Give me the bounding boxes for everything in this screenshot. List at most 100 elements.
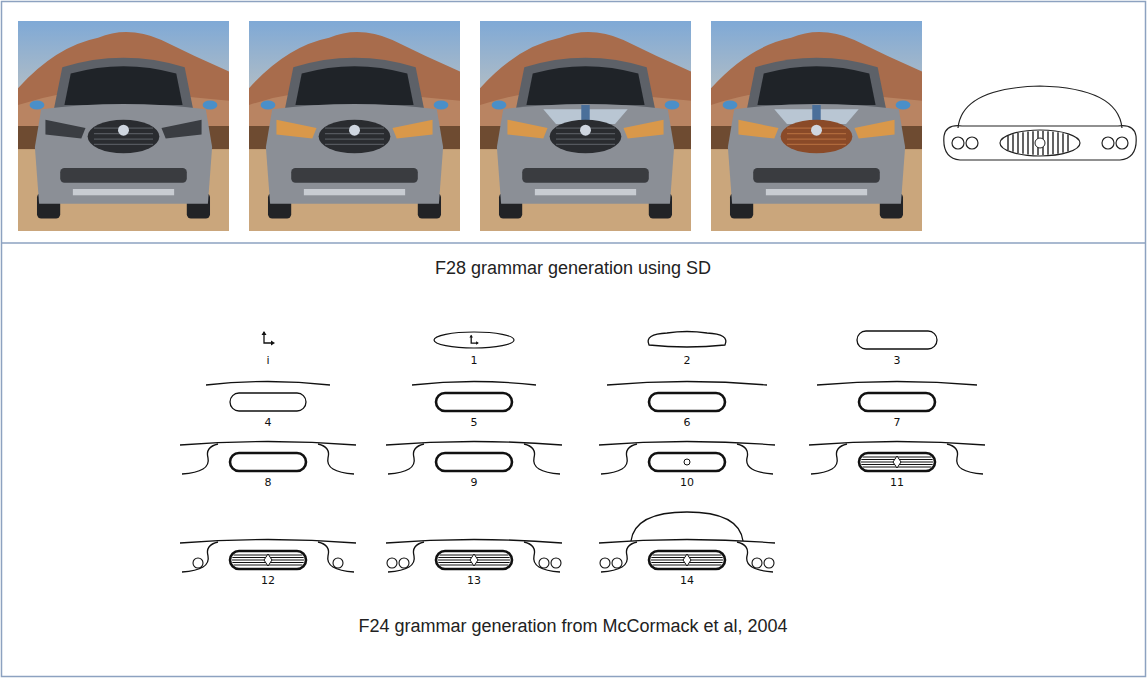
grille-outline: [859, 453, 935, 471]
headlight: [738, 120, 778, 139]
fender-line: [811, 444, 847, 474]
headlight: [333, 558, 343, 568]
mountain: [711, 32, 922, 143]
grille-bar: [1017, 133, 1018, 153]
skid-plate: [73, 189, 174, 195]
hood-line: [817, 382, 977, 386]
grille-outline: [859, 393, 935, 411]
grille-outline: [230, 453, 306, 471]
grammar-step-sketch: [206, 382, 330, 412]
headlight: [507, 120, 547, 139]
grille-outline: [230, 551, 306, 569]
grammar-step-sketch: [599, 442, 775, 475]
grille-bar: [787, 138, 846, 139]
step-number: 10: [680, 476, 694, 489]
grammar-step-sketch: [817, 382, 977, 412]
fender-line: [947, 444, 983, 474]
headlight: [966, 137, 978, 149]
car-photo: [18, 21, 229, 231]
car-body: [497, 104, 674, 204]
car-roof: [54, 58, 193, 109]
grammar-step-sketch: [434, 332, 514, 348]
step-number: 13: [467, 574, 481, 587]
figure-caption: F28 grammar generation using SD: [435, 257, 711, 279]
mirror: [30, 100, 45, 109]
sky: [18, 21, 229, 147]
car-body: [266, 104, 443, 204]
grille: [550, 120, 622, 154]
mirror: [665, 100, 680, 109]
badge: [683, 554, 691, 566]
grammar-step-sketch: [857, 331, 937, 349]
headlight: [399, 558, 409, 568]
mirror: [261, 100, 276, 109]
mountain: [249, 32, 460, 143]
step-number: 5: [471, 416, 478, 429]
grille-outline: [434, 332, 514, 348]
car-line-sketch: [944, 86, 1136, 160]
badge: [893, 456, 901, 468]
grille-outline: [649, 453, 725, 471]
mirror: [434, 100, 449, 109]
headlight: [1102, 137, 1114, 149]
headlight: [1116, 137, 1128, 149]
step-number: 14: [680, 574, 694, 587]
grille-bar: [1052, 132, 1053, 155]
figure-caption: F24 grammar generation from McCormack et…: [358, 615, 787, 637]
grille-outline: [649, 393, 725, 411]
hood-line: [599, 540, 775, 544]
hood-line: [206, 382, 330, 386]
step-number: 4: [265, 416, 272, 429]
windshield: [526, 66, 644, 105]
grille-outline: [648, 332, 726, 348]
logo: [811, 125, 822, 136]
car-roof: [285, 58, 424, 109]
grammar-step-sketch: [386, 442, 562, 475]
windshield-line: [631, 512, 743, 541]
grille-bar: [556, 144, 615, 145]
windshield: [295, 66, 413, 105]
grammar-step-sketch: [412, 382, 536, 412]
grille-bar: [325, 144, 384, 145]
fender-line: [601, 542, 637, 572]
mirror: [723, 100, 738, 109]
headlight: [623, 120, 663, 139]
logo: [118, 125, 129, 136]
headlight: [539, 558, 549, 568]
headlight: [387, 558, 397, 568]
windshield: [64, 66, 182, 105]
hood-line: [180, 540, 356, 544]
car-body: [35, 104, 212, 204]
headlight: [612, 558, 622, 568]
headlight: [600, 558, 610, 568]
step-number: 6: [684, 416, 691, 429]
grammar-step-sketch: [648, 332, 726, 348]
fender-line: [318, 542, 354, 572]
step-number: 7: [894, 416, 901, 429]
car-photo: [249, 21, 460, 231]
logo: [349, 125, 360, 136]
grille-outline: [230, 393, 306, 411]
grille-bar: [1007, 136, 1008, 150]
hood-line: [809, 442, 985, 446]
grille-bar: [94, 144, 153, 145]
step-number: 2: [684, 354, 691, 367]
grammar-step-sketch: [809, 442, 985, 475]
headlight: [854, 120, 894, 139]
fender-line: [524, 542, 560, 572]
headlight: [45, 120, 85, 139]
mirror: [492, 100, 507, 109]
fender-line: [182, 444, 218, 474]
car-photo: [711, 21, 922, 231]
headlight: [276, 120, 316, 139]
grammar-step-sketch: [599, 512, 775, 572]
badge: [684, 459, 690, 465]
mountain: [18, 32, 229, 143]
grille-bar: [1047, 131, 1048, 155]
mirror: [203, 100, 218, 109]
grille: [781, 120, 853, 154]
roof-outline: [958, 86, 1122, 128]
lower-grille: [60, 168, 187, 183]
headlight: [392, 120, 432, 139]
